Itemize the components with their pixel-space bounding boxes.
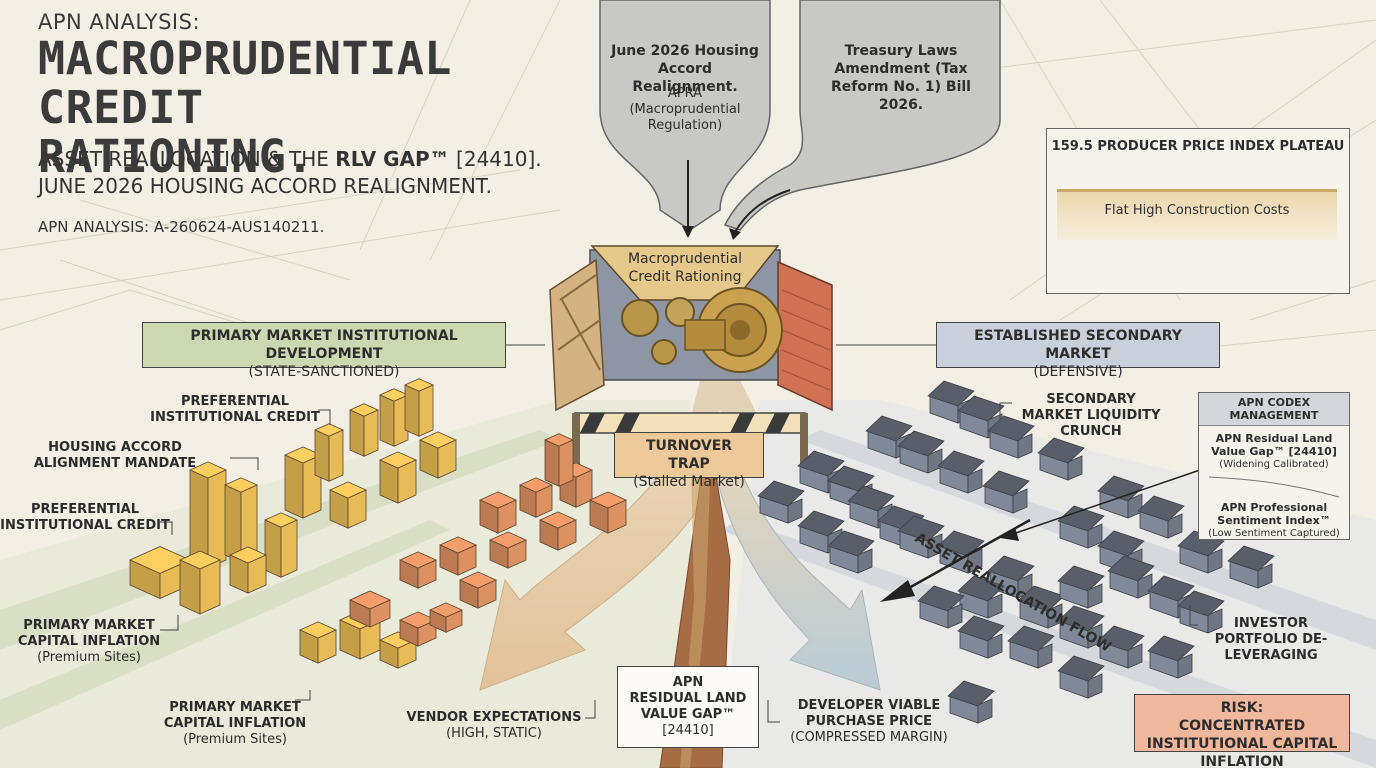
turnover-title: TURNOVER TRAP <box>623 437 755 473</box>
terracotta-building <box>400 552 436 588</box>
vendor-expectations-label: VENDOR EXPECTATIONS (HIGH, STATIC) <box>404 710 584 742</box>
ppi-panel: 159.5 PRODUCER PRICE INDEX PLATEAU Flat … <box>1046 128 1350 294</box>
secondary-market-subtitle: (DEFENSIVE) <box>1033 364 1122 380</box>
deleveraging-label: INVESTOR PORTFOLIO DE-LEVERAGING <box>1196 616 1346 664</box>
title-line-1: MACROPRUDENTIAL <box>38 34 498 83</box>
codex-item1-sub: (Widening Calibrated) <box>1199 458 1349 471</box>
callout-accord-mandate: HOUSING ACCORD ALIGNMENT MANDATE <box>30 440 200 472</box>
reference-code: APN ANALYSIS: A-260624-AUS140211. <box>38 218 324 236</box>
gold-building <box>300 622 336 663</box>
gate-label: Macroprudential Credit Rationing <box>620 250 750 286</box>
subtitle-code: [24410]. <box>450 147 542 171</box>
kicker: APN ANALYSIS: <box>38 10 200 34</box>
ppi-title: 159.5 PRODUCER PRICE INDEX PLATEAU <box>1047 139 1349 154</box>
liquidity-crunch-label: SECONDARY MARKET LIQUIDITY CRUNCH <box>1016 392 1166 440</box>
callout-preferential-credit-2: PREFERENTIAL INSTITUTIONAL CREDIT <box>0 502 170 534</box>
risk-box: RISK: CONCENTRATED INSTITUTIONAL CAPITAL… <box>1134 694 1350 752</box>
risk-body: CONCENTRATED INSTITUTIONAL CAPITAL INFLA… <box>1143 717 1341 768</box>
subtitle-prefix: ASSET REALLOCATION & THE <box>38 147 335 171</box>
terracotta-building <box>540 512 576 550</box>
gold-building <box>265 513 297 577</box>
rlv-gap-box: APN RESIDUAL LAND VALUE GAP™ [24410] <box>617 666 759 748</box>
subtitle-line-2: JUNE 2026 HOUSING ACCORD REALIGNMENT. <box>38 173 578 200</box>
callout-capital-inflation-2: PRIMARY MARKET CAPITAL INFLATION (Premiu… <box>160 700 310 748</box>
callout-preferential-credit-1: PREFERENTIAL INSTITUTIONAL CREDIT <box>150 394 320 426</box>
page-subtitle: ASSET REALLOCATION & THE RLV GAP™ [24410… <box>38 146 578 200</box>
gold-building <box>330 482 366 528</box>
ppi-band-label: Flat High Construction Costs <box>1057 203 1337 218</box>
terracotta-building <box>590 492 626 533</box>
gold-building <box>315 424 343 482</box>
gold-building <box>420 432 456 478</box>
gold-building <box>230 547 266 593</box>
callout-capital-inflation-1: PRIMARY MARKET CAPITAL INFLATION (Premiu… <box>14 618 164 666</box>
terracotta-building <box>545 434 573 487</box>
gold-building <box>380 389 408 447</box>
rlv-gap-line2: RESIDUAL LAND <box>626 691 750 707</box>
codex-item1-title: APN Residual Land Value Gap™ [24410] <box>1199 432 1349 458</box>
codex-title: APN CODEX MANAGEMENT <box>1199 393 1349 426</box>
secondary-market-title: ESTABLISHED SECONDARY MARKET <box>945 327 1211 363</box>
developer-sub: (COMPRESSED MARGIN) <box>784 730 954 746</box>
codex-item2-sub: (Low Sentiment Captured) <box>1199 527 1349 540</box>
risk-title: RISK: <box>1143 699 1341 717</box>
terracotta-building <box>490 532 526 568</box>
gold-building <box>405 379 433 437</box>
terracotta-building <box>520 478 552 517</box>
terracotta-building <box>480 492 516 533</box>
terracotta-building <box>460 572 496 608</box>
gold-building <box>350 404 378 457</box>
rlv-gap-line1: APN <box>626 675 750 691</box>
developer-title: DEVELOPER VIABLE PURCHASE PRICE <box>798 698 940 729</box>
primary-market-subtitle: (STATE-SANCTIONED) <box>249 364 400 380</box>
callout-capital-inflation-2-title: PRIMARY MARKET CAPITAL INFLATION <box>164 700 306 731</box>
rlv-gap-line3: VALUE GAP™ <box>626 707 750 723</box>
subtitle-brand: RLV GAP™ <box>335 147 449 171</box>
callout-capital-inflation-1-title: PRIMARY MARKET CAPITAL INFLATION <box>18 618 160 649</box>
callout-capital-inflation-2-sub: (Premium Sites) <box>160 732 310 748</box>
codex-panel: APN CODEX MANAGEMENT APN Residual Land V… <box>1198 392 1350 540</box>
gold-building <box>380 452 416 503</box>
callout-capital-inflation-1-sub: (Premium Sites) <box>14 650 164 666</box>
primary-market-title: PRIMARY MARKET INSTITUTIONAL DEVELOPMENT <box>151 327 497 363</box>
terracotta-building <box>440 537 476 575</box>
secondary-market-banner: ESTABLISHED SECONDARY MARKET (DEFENSIVE) <box>936 322 1220 368</box>
input-left-body: APRA (Macroprudential Regulation) <box>614 86 756 134</box>
vendor-title: VENDOR EXPECTATIONS <box>407 710 582 725</box>
input-right-title: Treasury Laws Amendment (Tax Reform No. … <box>814 42 988 114</box>
developer-price-label: DEVELOPER VIABLE PURCHASE PRICE (COMPRES… <box>784 698 954 746</box>
primary-market-banner: PRIMARY MARKET INSTITUTIONAL DEVELOPMENT… <box>142 322 506 368</box>
turnover-subtitle: (Stalled Market) <box>633 474 745 490</box>
vendor-sub: (HIGH, STATIC) <box>404 726 584 742</box>
turnover-trap-box: TURNOVER TRAP (Stalled Market) <box>614 432 764 478</box>
rlv-gap-code: [24410] <box>626 723 750 739</box>
codex-item2-title: APN Professional Sentiment Index™ <box>1199 501 1349 527</box>
codex-trend-line <box>1199 471 1349 501</box>
gold-building <box>180 551 220 614</box>
gold-building <box>190 462 226 568</box>
